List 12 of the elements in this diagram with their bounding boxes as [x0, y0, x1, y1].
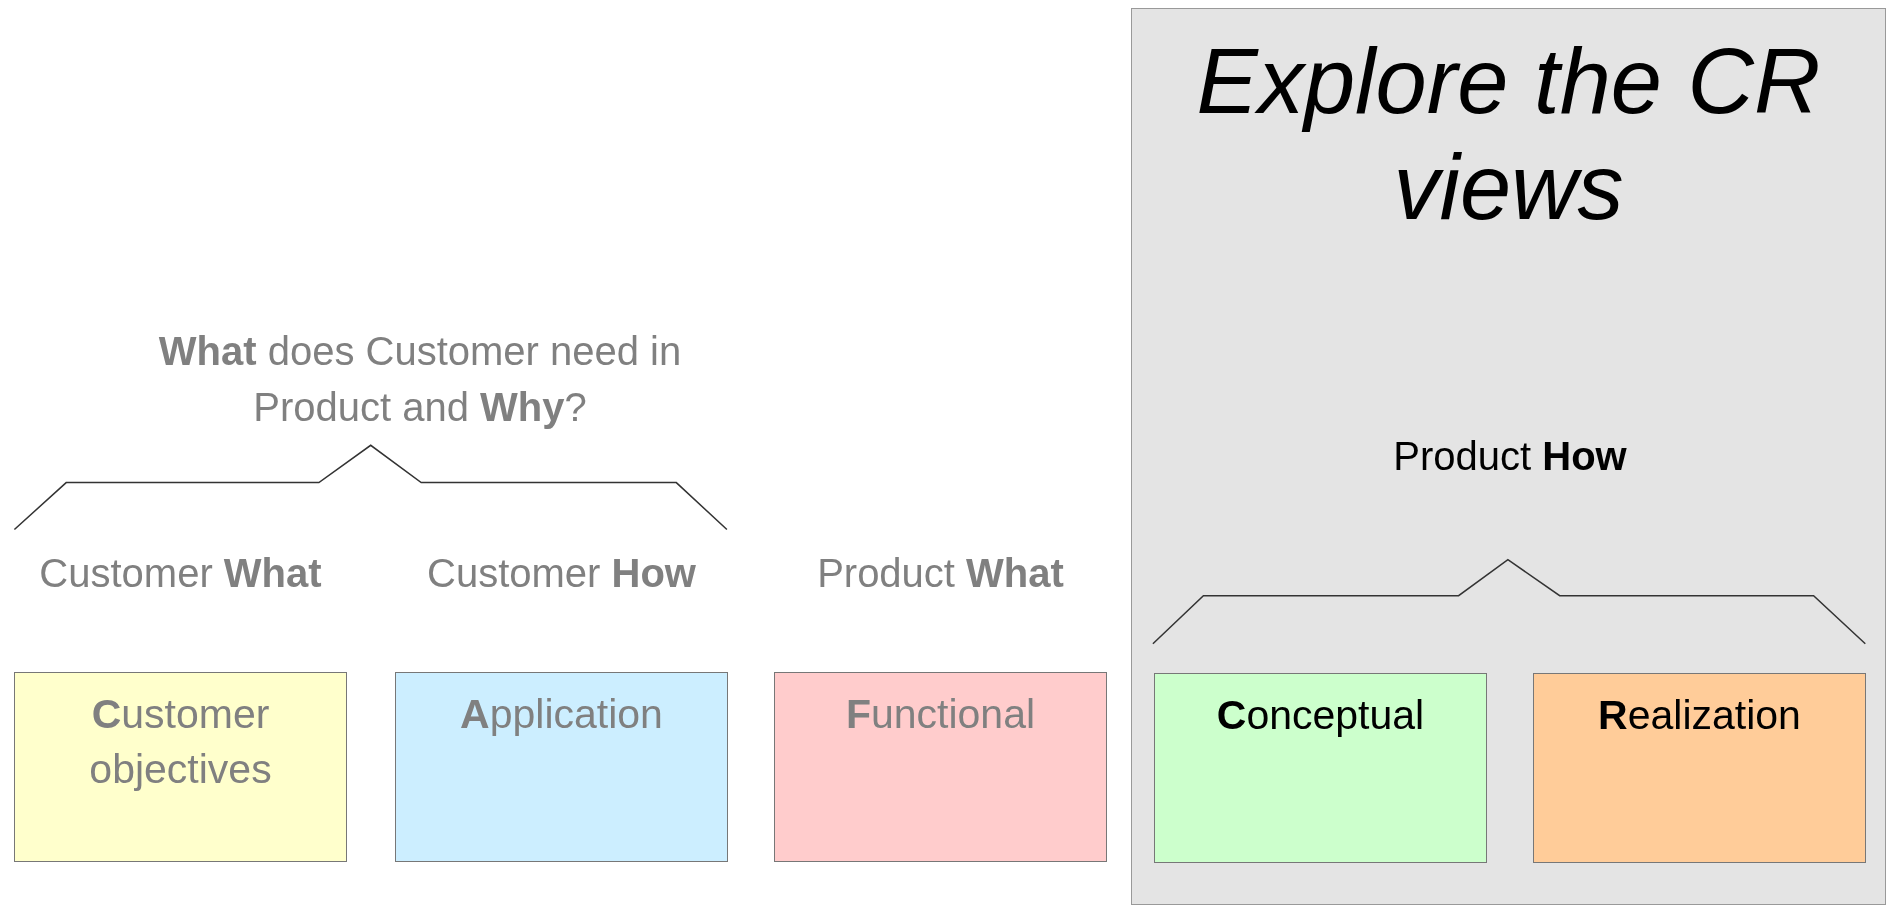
- view-box: Customer objectives: [14, 672, 347, 862]
- view-box: Functional: [774, 672, 1107, 862]
- view-heading: Customer What: [38, 550, 323, 597]
- view-heading: Customer How: [426, 550, 697, 597]
- view-box: Realization: [1533, 673, 1866, 863]
- view-heading: Product What: [816, 550, 1065, 597]
- bracket-caption: What does Customer need in Product and Why?: [157, 328, 683, 431]
- panel-title: Explore the CR views: [1195, 29, 1822, 240]
- view-box: Conceptual: [1154, 673, 1487, 863]
- view-box: Application: [395, 672, 728, 862]
- view-panel: [1131, 8, 1886, 905]
- bracket-caption: Product How: [1392, 433, 1628, 480]
